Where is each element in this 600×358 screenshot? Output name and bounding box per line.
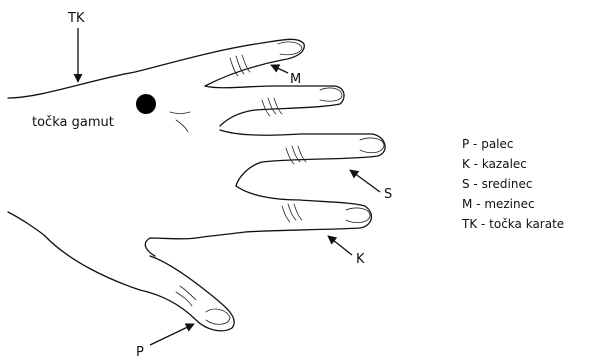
legend: P - palec K - kazalec S - sredinec M - m… [461, 137, 564, 231]
label-m: M [290, 72, 301, 87]
s-arrow [350, 170, 380, 192]
legend-item: S - sredinec [462, 177, 532, 191]
legend-item: TK - točka karate [461, 217, 564, 231]
m-arrow [271, 65, 288, 73]
legend-item: K - kazalec [462, 157, 527, 171]
label-s: S [384, 187, 392, 202]
legend-item: P - palec [462, 137, 513, 151]
k-arrow [328, 236, 352, 255]
label-tk: TK [67, 11, 85, 26]
legend-item: M - mezinec [462, 197, 535, 211]
p-arrow [150, 324, 194, 345]
hand-outline [8, 39, 385, 331]
gamut-point [136, 94, 156, 114]
label-p: P [136, 345, 144, 358]
label-k: K [356, 252, 365, 267]
label-gamut: točka gamut [32, 115, 114, 130]
